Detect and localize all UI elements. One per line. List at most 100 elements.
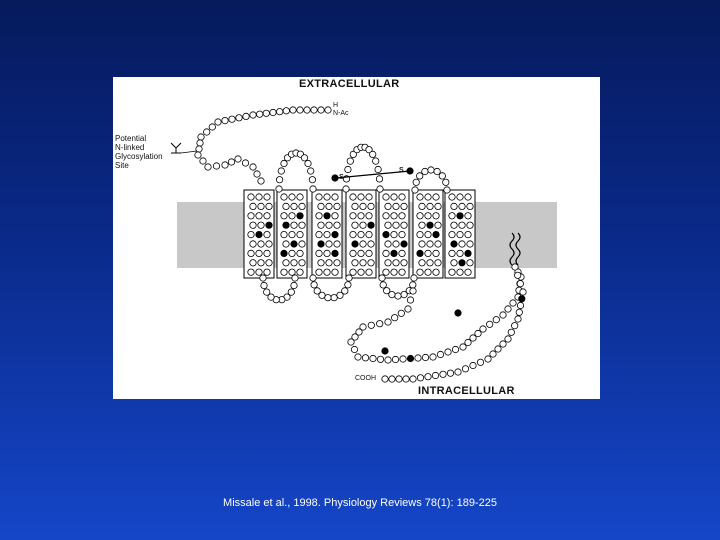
residue	[426, 259, 434, 267]
residue	[412, 178, 420, 186]
residue	[392, 221, 400, 229]
residue	[288, 212, 296, 220]
residue	[391, 314, 399, 322]
residue	[344, 281, 352, 289]
residue	[296, 193, 304, 201]
residue	[290, 281, 298, 290]
residue	[464, 212, 472, 220]
residue	[400, 291, 408, 299]
residue	[280, 193, 288, 201]
residue	[354, 353, 362, 361]
residue	[466, 202, 474, 210]
residue	[298, 202, 306, 210]
residue	[247, 268, 255, 276]
residue	[416, 193, 424, 201]
residue	[276, 108, 284, 116]
residue	[255, 212, 263, 220]
residue	[439, 370, 447, 378]
glycosylation-marker	[170, 142, 182, 154]
residue	[418, 259, 426, 267]
residue	[323, 231, 331, 239]
residue	[247, 193, 255, 201]
residue	[466, 259, 474, 267]
glycosylation-site-label: Potential N-linked Glycosylation Site	[115, 134, 163, 170]
residue	[290, 259, 298, 267]
residue	[282, 107, 290, 115]
residue	[456, 268, 464, 276]
receptor-diagram	[170, 106, 588, 383]
residue	[411, 186, 419, 194]
residue	[394, 292, 402, 300]
residue	[404, 305, 412, 313]
residue	[247, 249, 255, 257]
residue	[203, 128, 211, 136]
n-terminus-nac-label: N-Ac	[333, 110, 349, 117]
residue	[282, 240, 290, 248]
residue	[432, 212, 440, 220]
residue	[256, 110, 264, 118]
residue	[376, 185, 384, 193]
residue	[241, 159, 250, 167]
residue	[464, 193, 472, 201]
residue	[355, 328, 363, 336]
residue	[499, 311, 507, 319]
residue	[365, 146, 373, 154]
residue	[280, 268, 288, 276]
residue	[257, 221, 265, 229]
residue	[461, 365, 470, 373]
residue	[421, 353, 430, 362]
residue	[275, 185, 283, 193]
residue	[315, 231, 323, 239]
residue	[390, 212, 398, 220]
residue	[448, 268, 456, 276]
residue	[392, 240, 400, 248]
residue	[400, 202, 408, 210]
conserved-residue	[432, 231, 440, 239]
residue	[410, 274, 418, 282]
conserved-residue	[464, 249, 472, 257]
residue	[464, 338, 472, 347]
disulfide-s-label: S	[339, 174, 344, 181]
residue	[349, 150, 357, 159]
residue	[255, 193, 263, 201]
residue	[357, 193, 365, 201]
residue	[298, 259, 306, 267]
residue	[416, 268, 424, 276]
residue	[317, 106, 325, 114]
residue	[384, 318, 392, 326]
residue	[349, 268, 357, 276]
residue	[416, 231, 424, 239]
glycosylation-pointer	[180, 150, 198, 154]
residue	[384, 259, 392, 267]
residue	[259, 274, 267, 282]
residue	[325, 259, 333, 267]
conserved-residue	[390, 249, 398, 257]
residue	[448, 212, 456, 220]
residue	[257, 240, 265, 248]
residue	[378, 274, 386, 282]
residue	[280, 212, 288, 220]
residue	[427, 166, 435, 174]
conserved-residue	[454, 309, 462, 317]
intracellular-label: INTRACELLULAR	[418, 385, 515, 397]
residue	[313, 287, 321, 295]
conserved-residue	[458, 259, 466, 267]
residue	[375, 175, 384, 183]
residue	[434, 202, 442, 210]
residue	[315, 268, 323, 276]
conserved-residue	[323, 212, 331, 220]
residue	[288, 268, 296, 276]
residue	[267, 293, 275, 301]
residue	[298, 221, 306, 229]
residue	[265, 259, 273, 267]
residue	[325, 202, 333, 210]
palmitoylation-anchor	[515, 232, 521, 266]
palmitoylation-anchor	[509, 232, 515, 266]
residue	[331, 193, 339, 201]
residue	[331, 268, 339, 276]
residue	[296, 249, 304, 257]
residue	[450, 221, 458, 229]
residue	[515, 308, 523, 316]
residue	[438, 172, 446, 180]
residue	[479, 325, 487, 333]
